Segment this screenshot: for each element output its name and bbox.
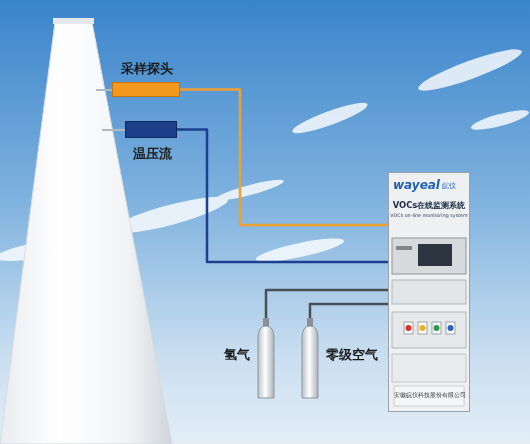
brand-logo: wayeal bbox=[393, 178, 440, 192]
switch-plate bbox=[404, 322, 413, 334]
indicator-light bbox=[420, 325, 426, 331]
analyzer-slot bbox=[396, 246, 412, 250]
lower-panel bbox=[392, 354, 466, 382]
cylinder-label: 零级空气 bbox=[326, 346, 378, 364]
cylinder-label: 氢气 bbox=[224, 346, 250, 364]
cabinet-outline bbox=[389, 173, 470, 412]
sensor-rod bbox=[102, 129, 125, 131]
switch-plate bbox=[418, 322, 427, 334]
monitoring-cabinet: wayeal皖仪 VOCs在线监测系统 VOCs on-line monitorin… bbox=[388, 172, 470, 412]
cylinder-body bbox=[302, 326, 318, 398]
probe-label: 采样探头 bbox=[121, 60, 173, 78]
indicator-light bbox=[448, 325, 454, 331]
gas-cylinder-node: 零级空气 bbox=[300, 318, 320, 400]
nameplate bbox=[394, 386, 464, 406]
sensor-box: 温压流 bbox=[125, 121, 177, 138]
gas-line bbox=[310, 304, 388, 318]
switch-plate bbox=[446, 322, 455, 334]
chimney-top bbox=[53, 18, 94, 24]
cylinder-valve bbox=[263, 318, 269, 326]
gas-cylinder bbox=[256, 318, 276, 400]
rack-panel bbox=[392, 280, 466, 304]
control-panel bbox=[392, 312, 466, 348]
gas-cylinder-node: 氢气 bbox=[256, 318, 276, 400]
company-name: 安徽皖仪科技股份有限公司 bbox=[394, 392, 464, 399]
analyzer-screen bbox=[418, 244, 452, 266]
signal-line bbox=[177, 130, 388, 263]
indicator-light bbox=[406, 325, 412, 331]
analyzer-unit bbox=[392, 238, 466, 274]
gas-line bbox=[266, 290, 388, 318]
brand-logo-cn: 皖仪 bbox=[442, 181, 456, 191]
cylinder-body bbox=[258, 326, 274, 398]
probe-rod bbox=[96, 89, 112, 91]
gas-cylinder bbox=[300, 318, 320, 400]
cylinder-valve bbox=[307, 318, 313, 326]
system-title: VOCs在线监测系统 bbox=[390, 200, 468, 211]
sensor-box: 采样探头 bbox=[112, 82, 180, 97]
switch-plate bbox=[432, 322, 441, 334]
signal-line bbox=[180, 90, 388, 226]
system-subtitle: VOCs on-line monitoring system bbox=[390, 213, 468, 218]
sensor-label: 温压流 bbox=[133, 145, 172, 163]
indicator-light bbox=[434, 325, 440, 331]
